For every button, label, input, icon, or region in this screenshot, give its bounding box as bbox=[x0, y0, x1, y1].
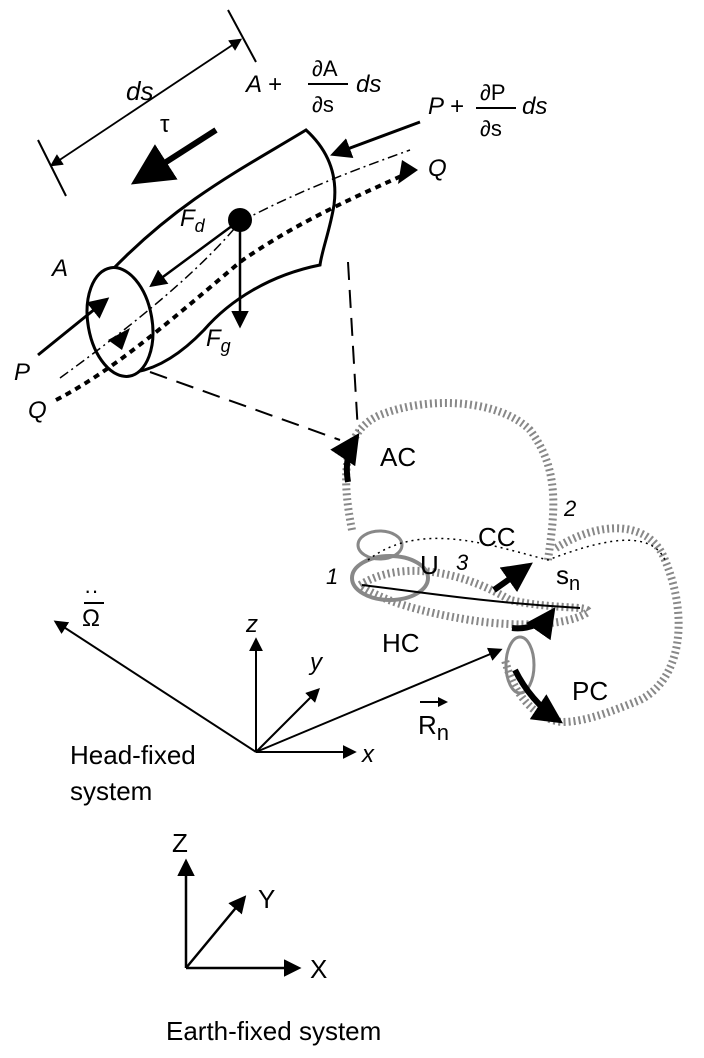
rn-vector bbox=[255, 647, 503, 753]
pc-label: PC bbox=[572, 676, 608, 706]
q-left-arrowhead bbox=[108, 328, 130, 350]
cc-label: CC bbox=[478, 522, 516, 552]
fd-arrow bbox=[149, 218, 241, 288]
q-left-label: Q bbox=[28, 397, 47, 424]
tau-label: τ bbox=[160, 111, 170, 138]
q-right-arrowhead bbox=[398, 160, 418, 184]
hc-flow-arrow bbox=[511, 607, 556, 641]
Y-label: Y bbox=[258, 884, 275, 914]
a-top-numerator: ∂A bbox=[312, 56, 338, 81]
head-fixed-axes: ·· Ω z y x Rn Head-fixed system bbox=[53, 578, 503, 806]
a-top-term: A + bbox=[244, 71, 282, 98]
a-left-label: A bbox=[50, 255, 68, 282]
head-fixed-label-2: system bbox=[70, 776, 152, 806]
y-label: y bbox=[308, 649, 324, 676]
ds-label: ds bbox=[126, 76, 153, 106]
earth-fixed-axes: Z Y X Earth-fixed system bbox=[166, 828, 381, 1046]
tube-centerline bbox=[59, 149, 411, 379]
tube-end-ellipse bbox=[85, 266, 155, 378]
omega-vector bbox=[53, 620, 257, 753]
omega-dots: ·· bbox=[84, 578, 99, 603]
tau-arrow bbox=[130, 127, 218, 185]
projection-line-1 bbox=[149, 371, 341, 441]
projection-line-2 bbox=[347, 261, 359, 433]
p-top-numerator: ∂P bbox=[480, 80, 506, 105]
rn-label: Rn bbox=[418, 710, 449, 745]
q-right-label: Q bbox=[428, 155, 447, 182]
z-label: z bbox=[245, 611, 258, 638]
y-axis bbox=[255, 688, 320, 753]
hc-label: HC bbox=[382, 628, 420, 658]
u-label: U bbox=[420, 550, 439, 580]
p-top-term: P + bbox=[428, 93, 464, 120]
utricle-inner bbox=[356, 529, 404, 561]
p-top-denominator: ∂s bbox=[480, 116, 502, 141]
point-2-label: 2 bbox=[563, 496, 576, 521]
omega-label: Ω bbox=[82, 605, 100, 632]
point-3-label: 3 bbox=[456, 550, 469, 575]
X-label: X bbox=[310, 954, 327, 984]
tube-outline bbox=[110, 128, 337, 374]
ac-flow-arrow bbox=[330, 433, 360, 483]
ds-tick-left bbox=[37, 139, 67, 197]
utricle bbox=[350, 554, 430, 602]
point-1-label: 1 bbox=[326, 564, 338, 589]
p-left-label: P bbox=[14, 359, 30, 386]
a-top-ds: ds bbox=[356, 71, 381, 98]
pc-ampulla bbox=[504, 635, 536, 695]
anterior-canal bbox=[342, 399, 558, 561]
fd-label: Fd bbox=[180, 205, 206, 236]
semicircular-canals: AC CC U HC PC sn 1 2 3 bbox=[326, 399, 683, 727]
canal-centerline bbox=[361, 584, 581, 609]
ds-tick-right bbox=[227, 9, 257, 63]
fluid-element: ds τ A + ∂A ∂s ds P + ∂P ∂s ds Q Fd Fg bbox=[14, 9, 547, 424]
head-fixed-label-1: Head-fixed bbox=[70, 740, 196, 770]
p-right-arrow bbox=[330, 120, 421, 158]
p-top-ds: ds bbox=[522, 93, 547, 120]
ac-label: AC bbox=[380, 442, 416, 472]
p-left-arrow bbox=[37, 297, 110, 357]
cc-flow-arrow bbox=[492, 562, 533, 593]
canal-centerline-dotted bbox=[367, 537, 666, 561]
sn-label: sn bbox=[556, 560, 580, 595]
ds-dimension-arrow bbox=[49, 38, 243, 167]
Y-axis bbox=[185, 895, 247, 969]
earth-fixed-label: Earth-fixed system bbox=[166, 1016, 381, 1046]
q-flow-path bbox=[55, 170, 411, 402]
x-label: x bbox=[361, 741, 375, 768]
pc-flow-arrow bbox=[512, 668, 563, 724]
a-top-denominator: ∂s bbox=[312, 92, 334, 117]
horizontal-canal bbox=[357, 566, 592, 629]
Z-label: Z bbox=[172, 828, 188, 858]
fg-label: Fg bbox=[206, 325, 231, 356]
